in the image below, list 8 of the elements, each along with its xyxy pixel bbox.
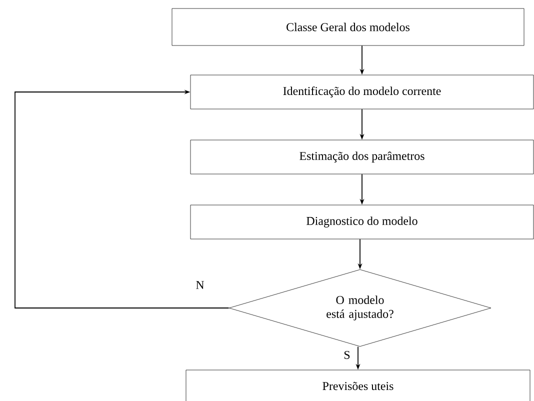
arrow xyxy=(14,90,230,308)
process-box: Previsões uteis xyxy=(186,370,530,401)
process-box: Estimação dos parâmetros xyxy=(190,140,534,174)
edge-label: S xyxy=(342,350,352,360)
edge-label: N xyxy=(194,280,206,290)
process-box: Classe Geral dos modelos xyxy=(172,8,524,46)
process-box: Diagnostico do modelo xyxy=(190,204,534,240)
process-box: Identificação do modelo corrente xyxy=(190,74,534,110)
